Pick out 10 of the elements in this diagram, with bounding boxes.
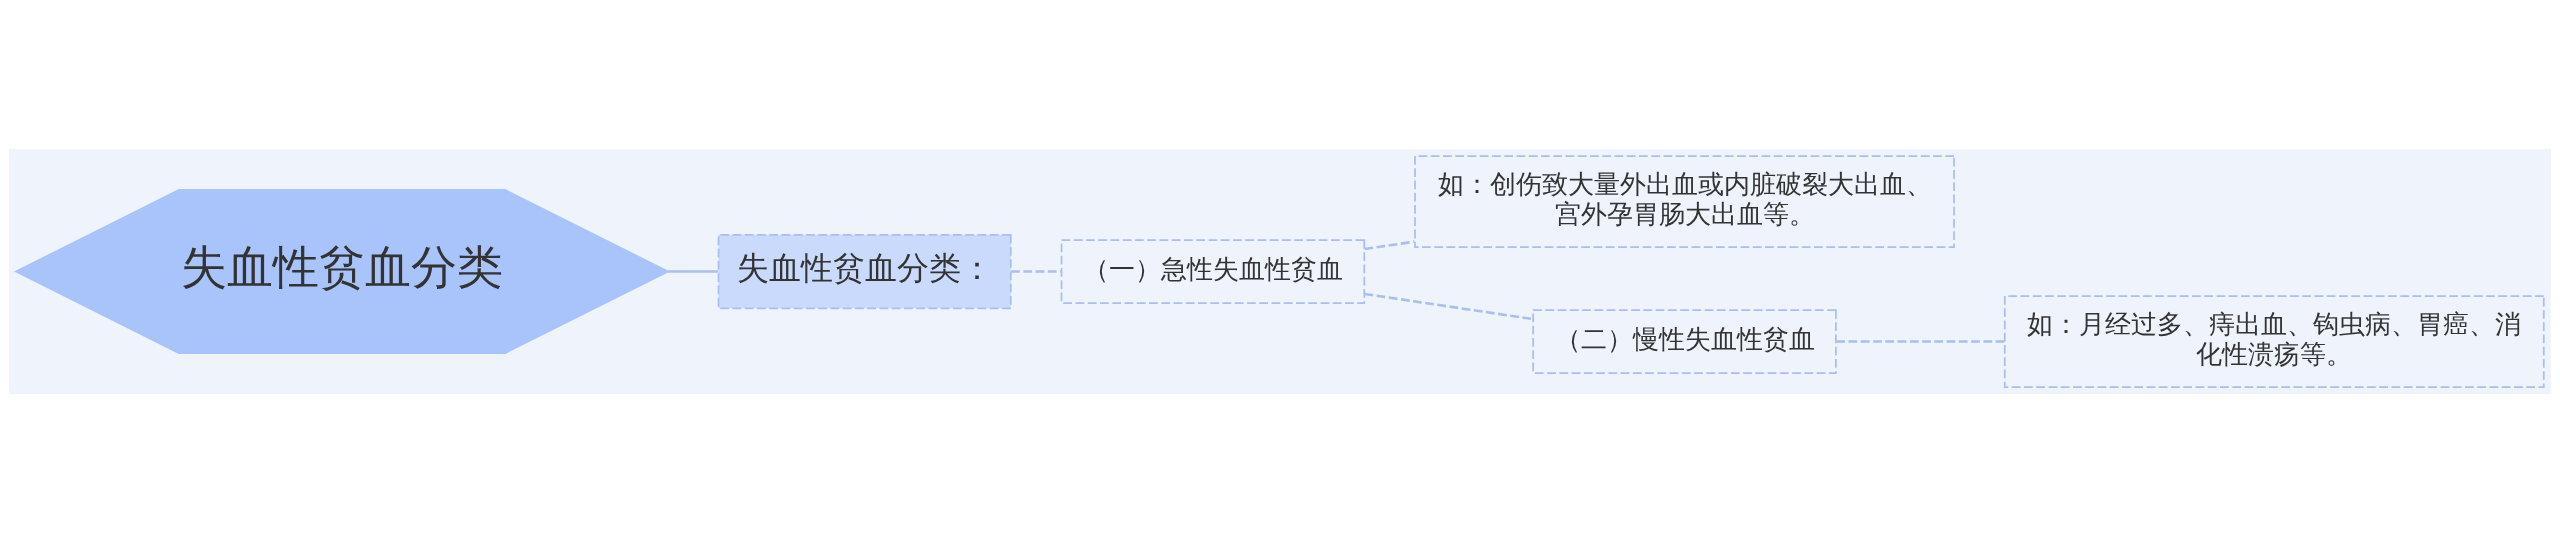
connector [1011,270,1062,273]
node-box: （二）慢性失血性贫血 [1532,309,1837,374]
node-box: 失血性贫血分类： [717,233,1012,310]
node-box: 如：创伤致大量外出血或内脏破裂大出血、宫外孕胃肠大出血等。 [1414,155,1955,248]
node-box: 如：月经过多、痔出血、钩虫病、胃癌、消化性溃疡等。 [2003,295,2545,388]
connector [1364,292,1533,321]
node-box: （一）急性失血性贫血 [1060,239,1366,304]
connector [1836,340,2005,343]
connector [668,270,719,273]
connector [1364,240,1415,251]
